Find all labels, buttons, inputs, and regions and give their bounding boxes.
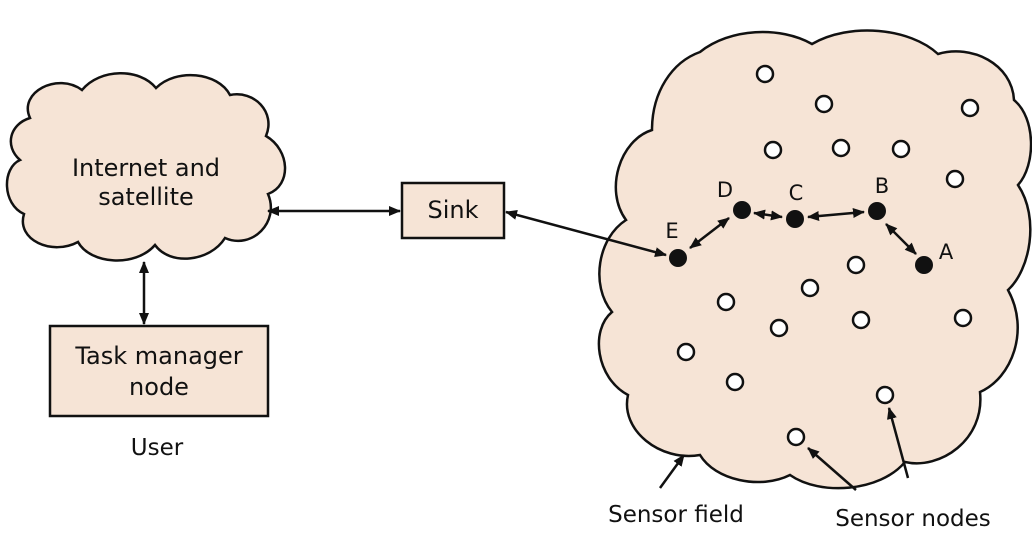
- open-circle-node: [676, 342, 696, 362]
- sensor-field: E D C B A: [597, 29, 1032, 490]
- open-circle-node: [800, 278, 820, 298]
- open-circle-node: [786, 427, 806, 447]
- path-node-label-c: C: [789, 181, 804, 205]
- sensor-field-label: Sensor field: [608, 502, 744, 528]
- open-circle-node: [725, 372, 745, 392]
- open-circle-node: [953, 308, 973, 328]
- open-circle-node: [716, 292, 736, 312]
- task-manager-node: Task manager node: [48, 324, 270, 418]
- task-manager-line2: node: [129, 373, 189, 401]
- arrow-e-d: [689, 217, 730, 249]
- internet-cloud: Internet and satellite: [5, 72, 287, 262]
- open-circle-node: [960, 98, 980, 118]
- path-node-c: [786, 210, 804, 228]
- path-node-e: [669, 249, 687, 267]
- sink-label: Sink: [427, 196, 478, 224]
- open-circle-node: [763, 140, 783, 160]
- sink-sensor-arrow: [505, 210, 667, 257]
- path-node-label-b: B: [875, 174, 889, 198]
- arrow-c-b: [807, 207, 865, 222]
- sensor-nodes-pointer-arrow-1: [807, 447, 857, 491]
- open-circle-node: [814, 94, 834, 114]
- sink-box: [400, 181, 506, 240]
- internet-cloud-shape: [5, 72, 287, 262]
- open-circle-node: [875, 385, 895, 405]
- path-nodes: [669, 201, 933, 274]
- arrow-b-a: [885, 223, 917, 255]
- sensor-field-pointer-arrow: [658, 454, 686, 489]
- open-circle-node: [851, 310, 871, 330]
- task-manager-box: [48, 324, 270, 418]
- user-label: User: [131, 435, 184, 461]
- path-node-label-d: D: [717, 178, 733, 202]
- open-circle-node: [945, 169, 965, 189]
- path-node-d: [733, 201, 751, 219]
- internet-cloud-line2: satellite: [98, 183, 194, 211]
- open-circle-node: [846, 255, 866, 275]
- path-node-b: [868, 202, 886, 220]
- sensor-field-shape: [597, 29, 1032, 490]
- arrow-d-c: [753, 209, 783, 221]
- open-circle-node: [831, 138, 851, 158]
- open-sensor-nodes: [676, 64, 980, 447]
- multihop-path-arrows: [689, 207, 917, 255]
- open-circle-node: [755, 64, 775, 84]
- open-circle-node: [891, 139, 911, 159]
- path-node-label-a: A: [939, 240, 954, 264]
- open-circle-node: [769, 318, 789, 338]
- sensor-nodes-pointer-arrow-2: [887, 407, 910, 479]
- task-manager-line1: Task manager: [74, 342, 242, 370]
- internet-cloud-line1: Internet and: [72, 154, 220, 182]
- sink: Sink: [400, 181, 506, 240]
- sensor-nodes-label: Sensor nodes: [835, 506, 991, 532]
- path-node-a: [915, 256, 933, 274]
- path-node-label-e: E: [665, 219, 678, 243]
